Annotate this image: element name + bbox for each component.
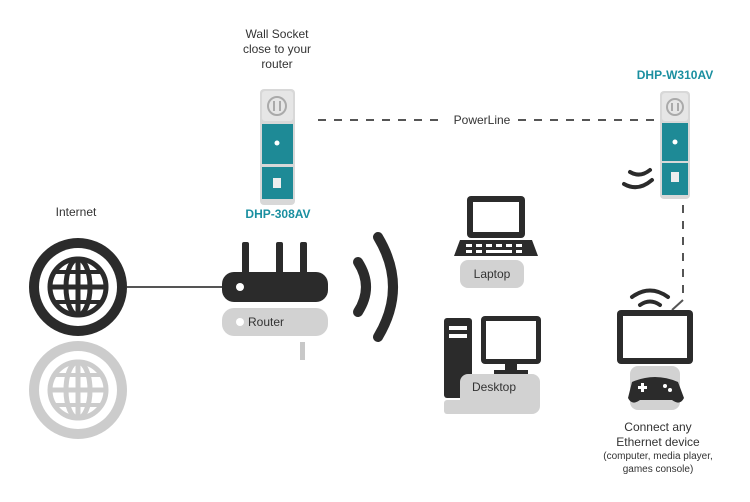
router-label: Router <box>248 315 285 329</box>
device-left-label: DHP-308AV <box>245 207 311 221</box>
wall-socket-line-3: router <box>261 57 293 71</box>
laptop-icon <box>454 196 538 288</box>
router-icon <box>222 242 328 360</box>
internet-label: Internet <box>55 205 97 219</box>
device-right-label: DHP-W310AV <box>636 68 714 82</box>
laptop-label: Laptop <box>473 267 511 281</box>
wall-socket-line-1: Wall Socket <box>245 27 309 41</box>
desktop-icon <box>444 316 541 414</box>
desktop-label: Desktop <box>471 380 517 394</box>
connect-label: Connect any Ethernet device (computer, m… <box>588 420 728 476</box>
globe-icon <box>29 238 127 336</box>
connect-line-3: (computer, media player, <box>603 451 713 462</box>
gamepad-icon <box>628 377 684 403</box>
wifi-waves-adapter-icon <box>622 168 654 190</box>
wifi-small-icon <box>630 288 670 307</box>
wall-socket-label: Wall Socket close to your router <box>225 27 329 72</box>
wall-socket-line-2: close to your <box>242 42 312 56</box>
connect-line-4: games console) <box>622 464 694 475</box>
connect-line-1: Connect any <box>624 420 692 434</box>
ethernet-dashed-link-tv <box>671 299 684 311</box>
connect-line-2: Ethernet device <box>616 435 700 449</box>
powerline-adapter-right-icon <box>660 91 690 199</box>
wifi-waves-icon <box>353 232 398 342</box>
powerline-adapter-left-icon <box>260 89 295 205</box>
globe-reflection-icon <box>29 341 127 439</box>
powerline-label: PowerLine <box>453 113 511 127</box>
